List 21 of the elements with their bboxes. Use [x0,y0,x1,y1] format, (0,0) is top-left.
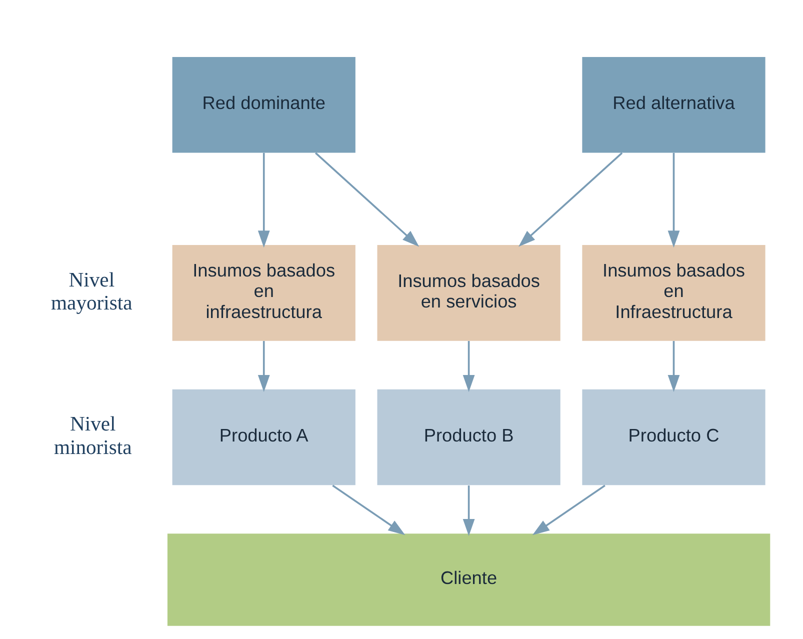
node-box: Insumos basados en servicios [377,245,560,341]
label: Nivel mayorista [51,269,132,314]
node-box: Producto A [172,389,356,486]
node-box: Insumos basados en Infraestructura [582,245,766,341]
arrow [314,152,420,247]
node-box: Cliente [167,534,770,626]
arrow [258,341,270,392]
node-box: Red dominante [172,56,356,153]
arrow [668,152,680,248]
node-box: Red alternativa [582,56,766,153]
arrow [332,484,406,536]
arrow [462,341,475,392]
arrow [532,484,606,536]
node-box: Producto C [582,389,766,486]
arrow [668,341,680,392]
arrow [462,486,475,536]
label: Nivel minorista [54,414,132,459]
node-box: Producto B [377,389,560,486]
arrow [518,152,623,247]
node-box: Insumos basados en infraestructura [172,245,356,341]
arrow [258,152,270,248]
